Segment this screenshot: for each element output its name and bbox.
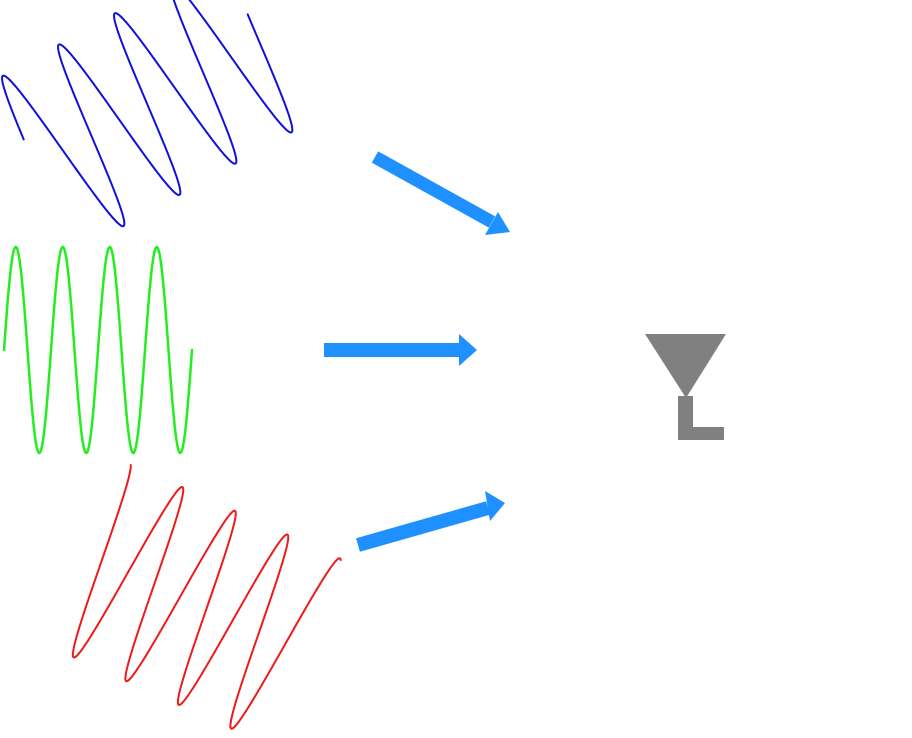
upper-arrow xyxy=(371,151,510,235)
green-signal-wave xyxy=(2,245,194,455)
arrows xyxy=(324,151,510,552)
middle-arrow xyxy=(324,334,477,366)
red-signal-wave xyxy=(71,464,342,730)
signal-waves xyxy=(1,0,342,730)
lower-arrow xyxy=(356,491,505,552)
blue-signal-wave xyxy=(1,0,294,228)
antenna-icon xyxy=(645,334,726,440)
